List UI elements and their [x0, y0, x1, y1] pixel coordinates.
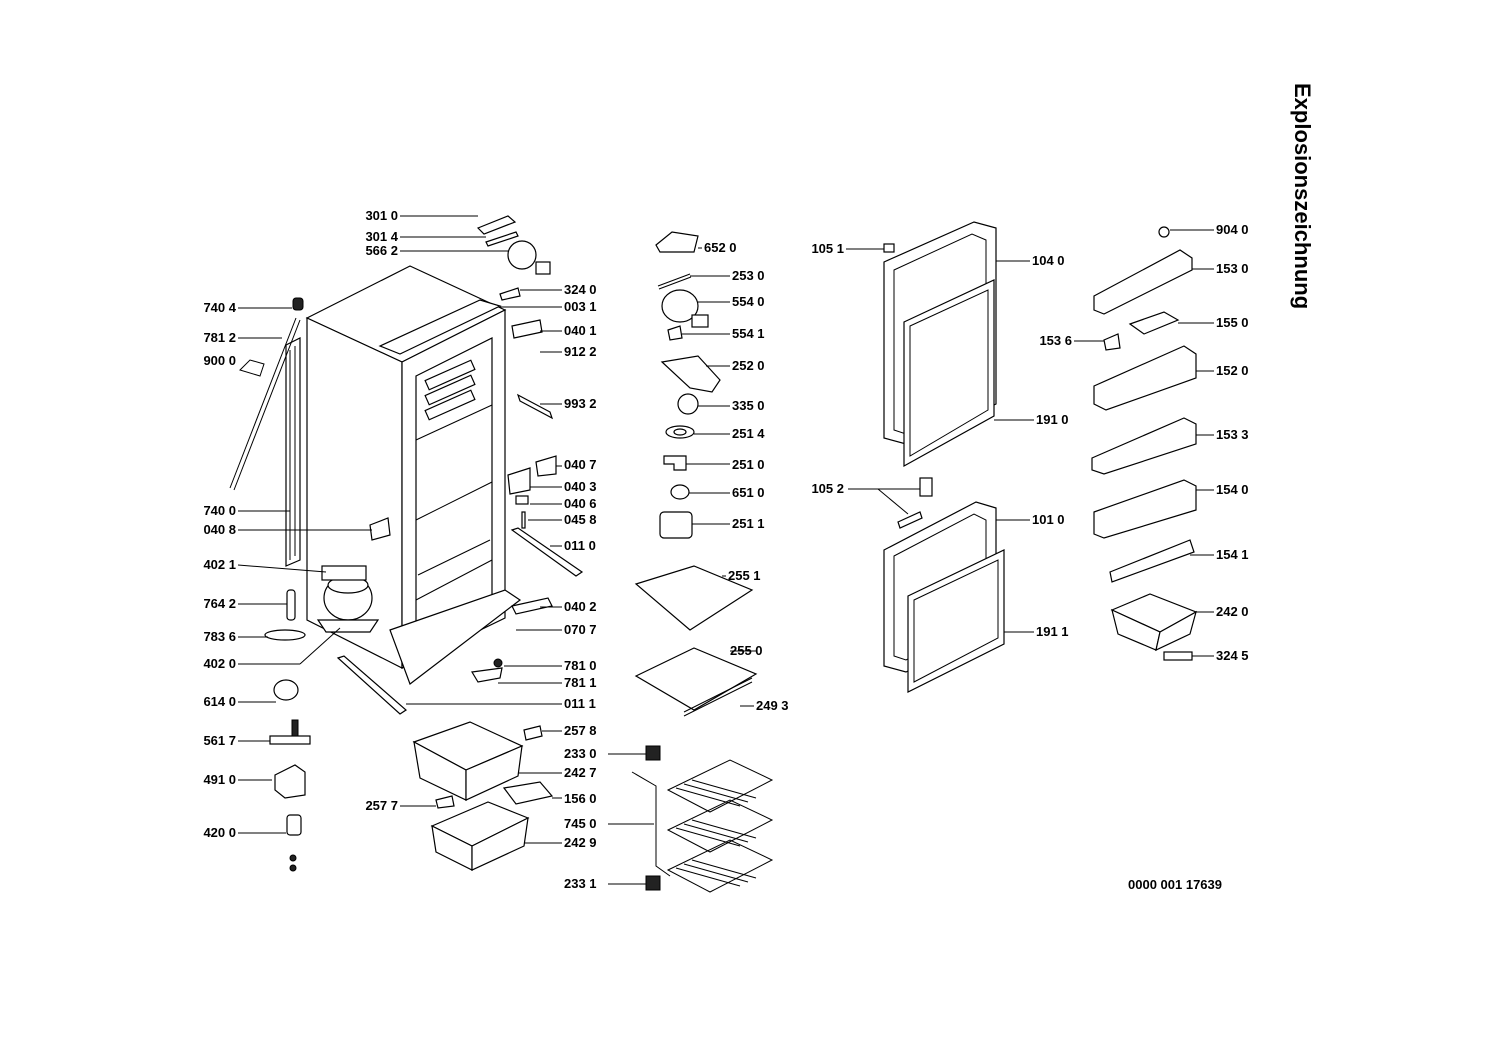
- lower-door: [883, 477, 1005, 693]
- part-label-152-0: 152 0: [1216, 363, 1249, 378]
- part-label-764-2: 764 2: [203, 596, 236, 611]
- part-label-900-0: 900 0: [203, 353, 236, 368]
- part-label-105-1: 105 1: [811, 241, 844, 256]
- part-label-252-0: 252 0: [732, 358, 765, 373]
- condenser-coil: [229, 317, 301, 567]
- part-label-251-1: 251 1: [732, 516, 765, 531]
- part-label-153-3: 153 3: [1216, 427, 1249, 442]
- left-small-parts: [239, 297, 503, 872]
- part-label-040-1: 040 1: [564, 323, 597, 338]
- top-small-parts: [476, 215, 557, 529]
- part-label-301-0: 301 0: [365, 208, 398, 223]
- part-label-011-1: 011 1: [564, 696, 596, 711]
- compressor: [316, 565, 380, 633]
- upper-door: [883, 221, 997, 468]
- part-label-335-0: 335 0: [732, 398, 765, 413]
- part-label-904-0: 904 0: [1216, 222, 1249, 237]
- part-label-155-0: 155 0: [1216, 315, 1249, 330]
- part-label-402-1: 402 1: [203, 557, 236, 572]
- part-label-993-2: 993 2: [564, 396, 597, 411]
- part-label-191-0: 191 0: [1036, 412, 1069, 427]
- part-label-255-1: 255 1: [728, 568, 761, 583]
- part-label-040-6: 040 6: [564, 496, 597, 511]
- part-label-324-0: 324 0: [564, 282, 597, 297]
- middle-column-parts: [634, 231, 758, 717]
- part-label-104-0: 104 0: [1032, 253, 1065, 268]
- part-label-420-0: 420 0: [203, 825, 236, 840]
- part-label-249-3: 249 3: [756, 698, 789, 713]
- side-rails: [336, 517, 584, 715]
- part-label-651-0: 651 0: [732, 485, 765, 500]
- part-label-040-7: 040 7: [564, 457, 597, 472]
- part-label-781-1: 781 1: [564, 675, 597, 690]
- part-label-011-0: 011 0: [564, 538, 596, 553]
- part-label-554-1: 554 1: [732, 326, 765, 341]
- part-label-491-0: 491 0: [203, 772, 236, 787]
- part-label-781-0: 781 0: [564, 658, 597, 673]
- part-label-153-0: 153 0: [1216, 261, 1249, 276]
- leader-lines: [237, 215, 1214, 885]
- part-label-324-5: 324 5: [1216, 648, 1249, 663]
- part-label-242-9: 242 9: [564, 835, 597, 850]
- part-label-781-2: 781 2: [203, 330, 236, 345]
- part-label-040-3: 040 3: [564, 479, 597, 494]
- part-label-156-0: 156 0: [564, 791, 597, 806]
- part-label-740-0: 740 0: [203, 503, 236, 518]
- part-label-251-4: 251 4: [732, 426, 765, 441]
- part-label-652-0: 652 0: [704, 240, 737, 255]
- part-label-045-8: 045 8: [564, 512, 597, 527]
- part-label-154-0: 154 0: [1216, 482, 1249, 497]
- document-number: 0000 001 17639: [1128, 877, 1222, 892]
- part-label-255-0: 255 0: [730, 643, 763, 658]
- part-label-566-2: 566 2: [365, 243, 398, 258]
- part-label-233-0: 233 0: [564, 746, 597, 761]
- part-label-745-0: 745 0: [564, 816, 597, 831]
- part-label-003-1: 003 1: [564, 299, 597, 314]
- part-label-242-7: 242 7: [564, 765, 597, 780]
- crisper-drawers: [412, 721, 661, 891]
- part-label-301-4: 301 4: [365, 229, 398, 244]
- part-label-614-0: 614 0: [203, 694, 236, 709]
- part-label-105-2: 105 2: [811, 481, 844, 496]
- part-label-912-2: 912 2: [564, 344, 597, 359]
- part-label-253-0: 253 0: [732, 268, 765, 283]
- part-label-191-1: 191 1: [1036, 624, 1069, 639]
- part-label-242-0: 242 0: [1216, 604, 1249, 619]
- wire-racks: [631, 759, 774, 893]
- drawing-title: Explosionszeichnung: [1290, 83, 1315, 310]
- part-label-783-6: 783 6: [203, 629, 236, 644]
- door-shelves: [1091, 226, 1198, 661]
- part-label-153-6: 153 6: [1039, 333, 1072, 348]
- part-label-101-0: 101 0: [1032, 512, 1065, 527]
- part-label-561-7: 561 7: [203, 733, 236, 748]
- part-label-233-1: 233 1: [564, 876, 597, 891]
- part-label-257-7: 257 7: [365, 798, 398, 813]
- part-label-554-0: 554 0: [732, 294, 765, 309]
- part-label-402-0: 402 0: [203, 656, 236, 671]
- part-label-070-7: 070 7: [564, 622, 597, 637]
- part-label-040-8: 040 8: [203, 522, 236, 537]
- part-label-740-4: 740 4: [203, 300, 236, 315]
- part-label-251-0: 251 0: [732, 457, 765, 472]
- part-label-040-2: 040 2: [564, 599, 597, 614]
- part-label-257-8: 257 8: [564, 723, 597, 738]
- part-label-154-1: 154 1: [1216, 547, 1249, 562]
